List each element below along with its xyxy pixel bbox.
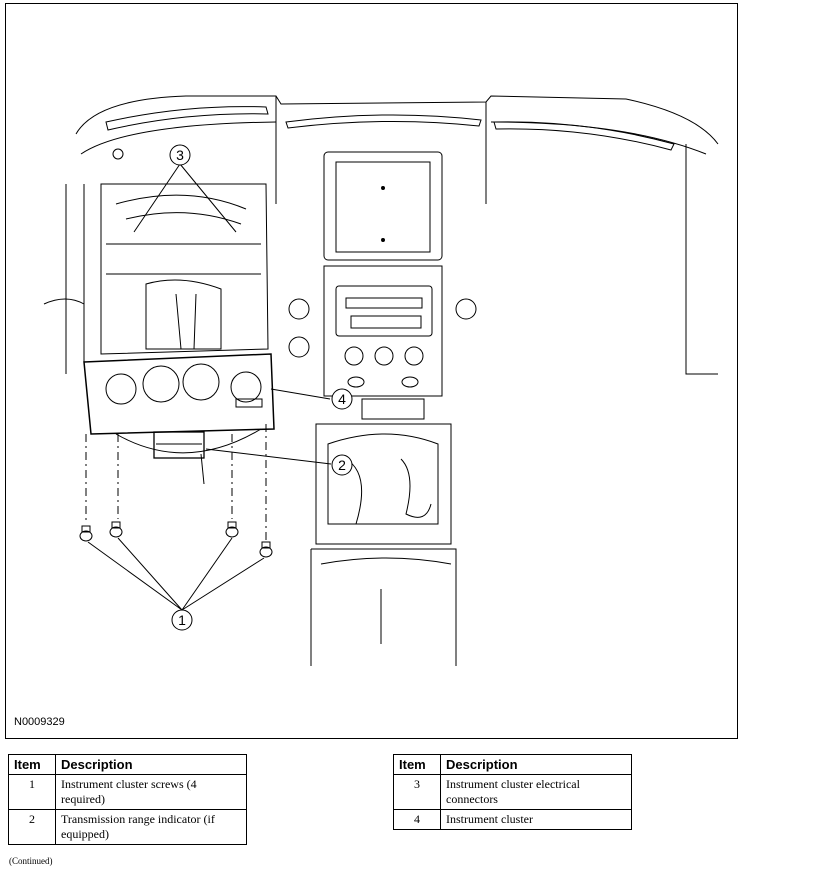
screws <box>79 424 273 558</box>
legend-table-left: Item Description 1 Instrument cluster sc… <box>8 754 247 845</box>
item-number: 3 <box>393 774 441 810</box>
callout-2: 2 <box>331 454 353 476</box>
callout-3-label: 3 <box>176 147 184 163</box>
item-description: Transmission range indicator (if equippe… <box>55 809 247 845</box>
item-header: Item <box>393 754 441 775</box>
callout-2-label: 2 <box>338 457 346 473</box>
description-header: Description <box>55 754 247 775</box>
steering-column <box>100 183 269 355</box>
leader-lines <box>87 163 332 611</box>
center-stack <box>288 151 477 420</box>
legend-table-right: Item Description 3 Instrument cluster el… <box>393 754 632 830</box>
instrument-cluster <box>83 353 275 485</box>
item-description: Instrument cluster screws (4 required) <box>55 774 247 810</box>
callout-4-label: 4 <box>338 391 346 407</box>
callout-1-label: 1 <box>178 612 186 628</box>
callout-4: 4 <box>331 388 353 410</box>
dashboard-line-drawing <box>43 95 719 666</box>
table-row: 3 Instrument cluster electrical connecto… <box>393 774 632 810</box>
continued-note: (Continued) <box>9 856 53 866</box>
item-number: 4 <box>393 809 441 830</box>
console <box>310 423 457 666</box>
item-description: Instrument cluster <box>440 809 632 830</box>
item-number: 2 <box>8 809 56 845</box>
table-row: 4 Instrument cluster <box>393 809 632 830</box>
callout-1: 1 <box>171 609 193 631</box>
table-row: 1 Instrument cluster screws (4 required) <box>8 774 247 810</box>
dashboard-illustration: 3 4 2 1 N0009329 <box>5 3 738 739</box>
table-row: 2 Transmission range indicator (if equip… <box>8 809 247 845</box>
callouts: 3 4 2 1 <box>169 144 353 631</box>
item-description: Instrument cluster electrical connectors <box>440 774 632 810</box>
item-number: 1 <box>8 774 56 810</box>
callout-3: 3 <box>169 144 191 166</box>
item-header: Item <box>8 754 56 775</box>
description-header: Description <box>440 754 632 775</box>
figure-id: N0009329 <box>14 716 65 728</box>
dashboard-outline <box>43 95 719 375</box>
